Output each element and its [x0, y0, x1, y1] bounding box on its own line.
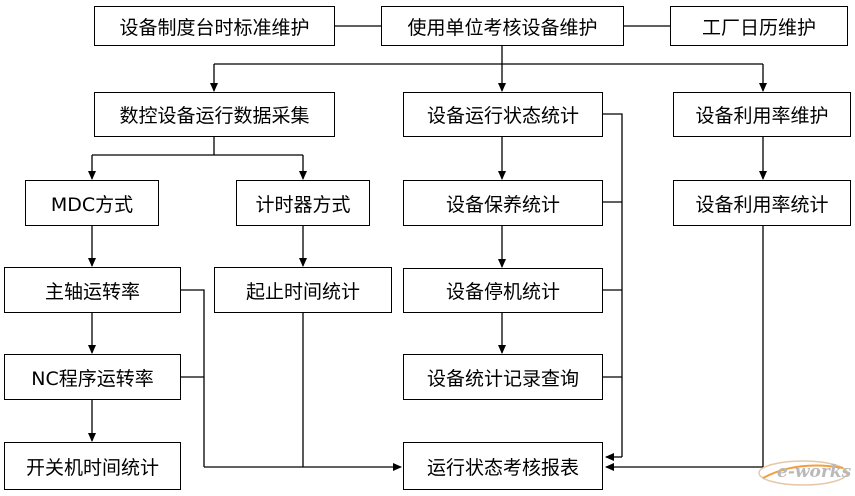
node-nc-program-rate: NC程序运转率	[4, 354, 181, 400]
node-equipment-hours-standard: 设备制度台时标准维护	[94, 6, 335, 46]
node-start-stop-statistics: 起止时间统计	[214, 267, 392, 313]
node-power-on-off-statistics: 开关机时间统计	[4, 442, 181, 490]
connector-n10-collector	[605, 226, 764, 471]
node-utilization-maintenance: 设备利用率维护	[673, 92, 851, 137]
connector-n11-collector	[181, 289, 205, 467]
node-utilization-statistics: 设备利用率统计	[673, 180, 851, 226]
eworks-logo	[758, 460, 848, 486]
node-factory-calendar: 工厂日历维护	[670, 6, 848, 46]
node-unit-assessment-maintenance: 使用单位考核设备维护	[381, 6, 624, 46]
watermark-text: e-works	[777, 462, 852, 482]
node-mdc-mode: MDC方式	[25, 180, 159, 226]
node-maintenance-statistics: 设备保养统计	[403, 180, 603, 226]
node-cnc-data-collection: 数控设备运行数据采集	[94, 92, 335, 137]
node-records-query: 设备统计记录查询	[403, 354, 603, 400]
node-assessment-report: 运行状态考核报表	[403, 442, 603, 490]
node-spindle-rate: 主轴运转率	[4, 267, 181, 313]
connector-n5-collector	[603, 113, 623, 457]
node-downtime-statistics: 设备停机统计	[403, 268, 603, 313]
node-timer-mode: 计时器方式	[236, 180, 370, 226]
node-run-status-statistics: 设备运行状态统计	[403, 92, 603, 137]
